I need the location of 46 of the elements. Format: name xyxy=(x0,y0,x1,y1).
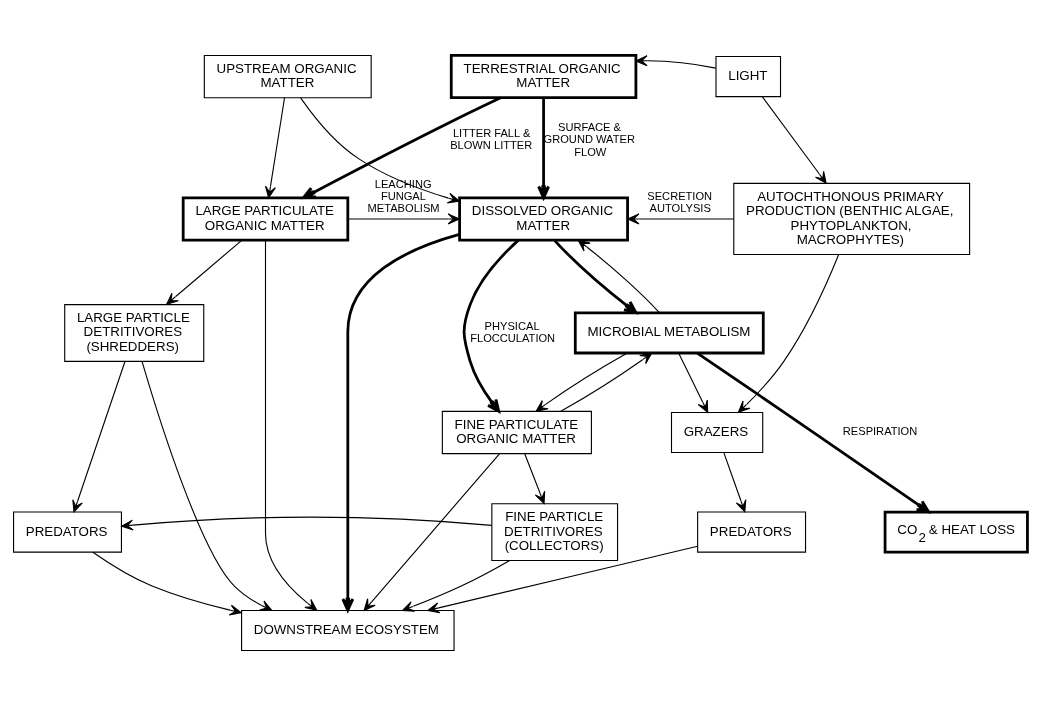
arrow xyxy=(264,97,285,199)
arrow xyxy=(299,97,460,204)
node-box: TERRESTRIAL ORGANIC MATTER xyxy=(449,54,637,100)
node-box: PREDATORS xyxy=(696,511,806,553)
arrow xyxy=(462,239,519,413)
arrow xyxy=(91,551,242,616)
node-box: LARGE PARTICLE DETRITIVORES (SHREDDERS) xyxy=(63,304,204,362)
node-box: FINE PARTICLE DETRITIVORES (COLLECTORS) xyxy=(490,503,618,561)
arrow xyxy=(634,55,716,69)
edge-label: RESPIRATION xyxy=(842,425,917,438)
arrow xyxy=(722,452,746,513)
arrow xyxy=(761,96,827,184)
arrow xyxy=(677,352,708,413)
arrow xyxy=(301,96,501,200)
node-box: MICROBIAL METABOLISM xyxy=(573,311,765,355)
arrow xyxy=(626,213,734,225)
node-box: PREDATORS xyxy=(12,511,122,553)
arrow xyxy=(426,545,698,614)
arrow xyxy=(401,560,510,612)
arrow xyxy=(264,239,317,611)
arrow xyxy=(536,97,550,200)
arrow xyxy=(120,516,492,531)
node-box: LARGE PARTICULATE ORGANIC MATTER xyxy=(181,196,349,242)
edge-label: SECRETION AUTOLYSIS xyxy=(646,190,712,215)
arrow xyxy=(141,361,272,611)
node-box: GRAZERS xyxy=(670,411,763,454)
edge-label: LITTER FALL & BLOWN LITTER xyxy=(449,127,532,152)
arrow xyxy=(523,453,545,504)
arrow xyxy=(559,352,652,412)
edge-label: PHYSICAL FLOCCULATION xyxy=(469,319,555,344)
node-box: LIGHT xyxy=(714,56,781,98)
arrow xyxy=(340,233,460,612)
node-box: AUTOCHTHONOUS PRIMARY PRODUCTION (BENTHIC ALGAE, PHYTOPLANKTON, MACROPHYTES) xyxy=(732,182,970,256)
node-box: DISSOLVED ORGANIC MATTER xyxy=(457,196,629,242)
arrow xyxy=(737,254,839,413)
arrow xyxy=(696,351,930,514)
node-box: FINE PARTICULATE ORGANIC MATTER xyxy=(441,410,592,455)
node-box: UPSTREAM ORGANIC MATTER xyxy=(203,54,372,99)
arrow xyxy=(165,239,242,305)
arrow xyxy=(553,239,637,314)
arrow xyxy=(535,352,628,412)
arrow xyxy=(363,453,500,612)
node-box: DOWNSTREAM ECOSYSTEM xyxy=(240,609,455,652)
arrow xyxy=(577,239,660,314)
arrow xyxy=(347,213,460,225)
arrow xyxy=(71,360,125,513)
